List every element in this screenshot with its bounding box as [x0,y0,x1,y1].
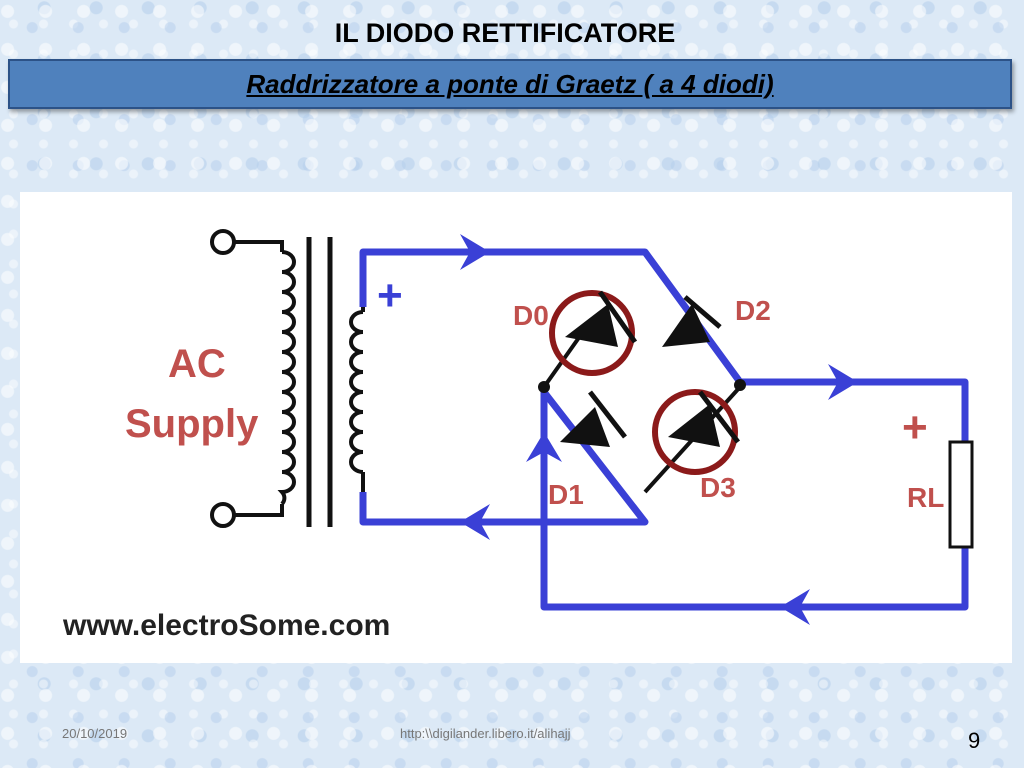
primary-lead-top [234,240,284,252]
subtitle-bar: Raddrizzatore a ponte di Graetz ( a 4 di… [8,59,1012,109]
diode-label-d2: D2 [735,295,771,326]
secondary-plus-label: + [377,271,403,320]
d2-bar [683,295,722,329]
circuit-diagram-panel: AC Supply + D0 D1 D2 D3 + RL www.electro… [20,192,1012,663]
bridge-rectifier-diagram: AC Supply + D0 D1 D2 D3 + RL www.electro… [62,229,974,642]
d0-bar [597,290,638,344]
page-number: 9 [968,728,981,753]
footer-date: 20/10/2019 [62,726,128,741]
d0-highlight-ring [549,290,635,376]
d1-bar [588,390,627,439]
primary-terminal-top [210,229,236,255]
diode-label-d1: D1 [548,479,584,510]
d0-triangle [565,304,618,347]
ac-supply-label-line1: AC [168,342,226,386]
diode-d0 [549,290,638,376]
diode-label-d0: D0 [513,300,549,331]
watermark-text: www.electroSome.com [62,609,390,642]
d3-highlight-ring [652,389,738,475]
d2-triangle [662,304,710,347]
path-top-wire [359,248,969,611]
footer-url: http:\\digilander.libero.it/alihajj [400,726,571,741]
arrow-return [460,504,490,540]
ac-supply-label-line2: Supply [125,402,259,446]
primary-coil [277,250,296,506]
load-resistor [948,440,974,549]
d3-bar [698,390,740,444]
load-label-rl: RL [907,482,944,513]
flow-arrows [460,234,858,625]
arrow-bottom [780,589,810,625]
diode-label-d3: D3 [700,472,736,503]
current-path [359,248,969,611]
node-right [734,379,746,391]
arrow-right [828,364,858,400]
d3-triangle [668,404,720,447]
load-plus-label: + [902,403,928,452]
secondary-coil [349,310,364,474]
diode-d3 [652,389,740,475]
d1-triangle [560,407,610,447]
node-left [538,381,550,393]
slide-title: IL DIODO RETTIFICATORE [334,18,676,48]
primary-lead-bottom [234,504,284,517]
arrow-top [460,234,490,270]
diode-d1 [560,390,627,447]
diode-d2 [662,295,722,347]
arrow-up [526,432,562,462]
primary-terminal-bottom [210,502,236,528]
subtitle-text: Raddrizzatore a ponte di Graetz ( a 4 di… [246,68,774,99]
